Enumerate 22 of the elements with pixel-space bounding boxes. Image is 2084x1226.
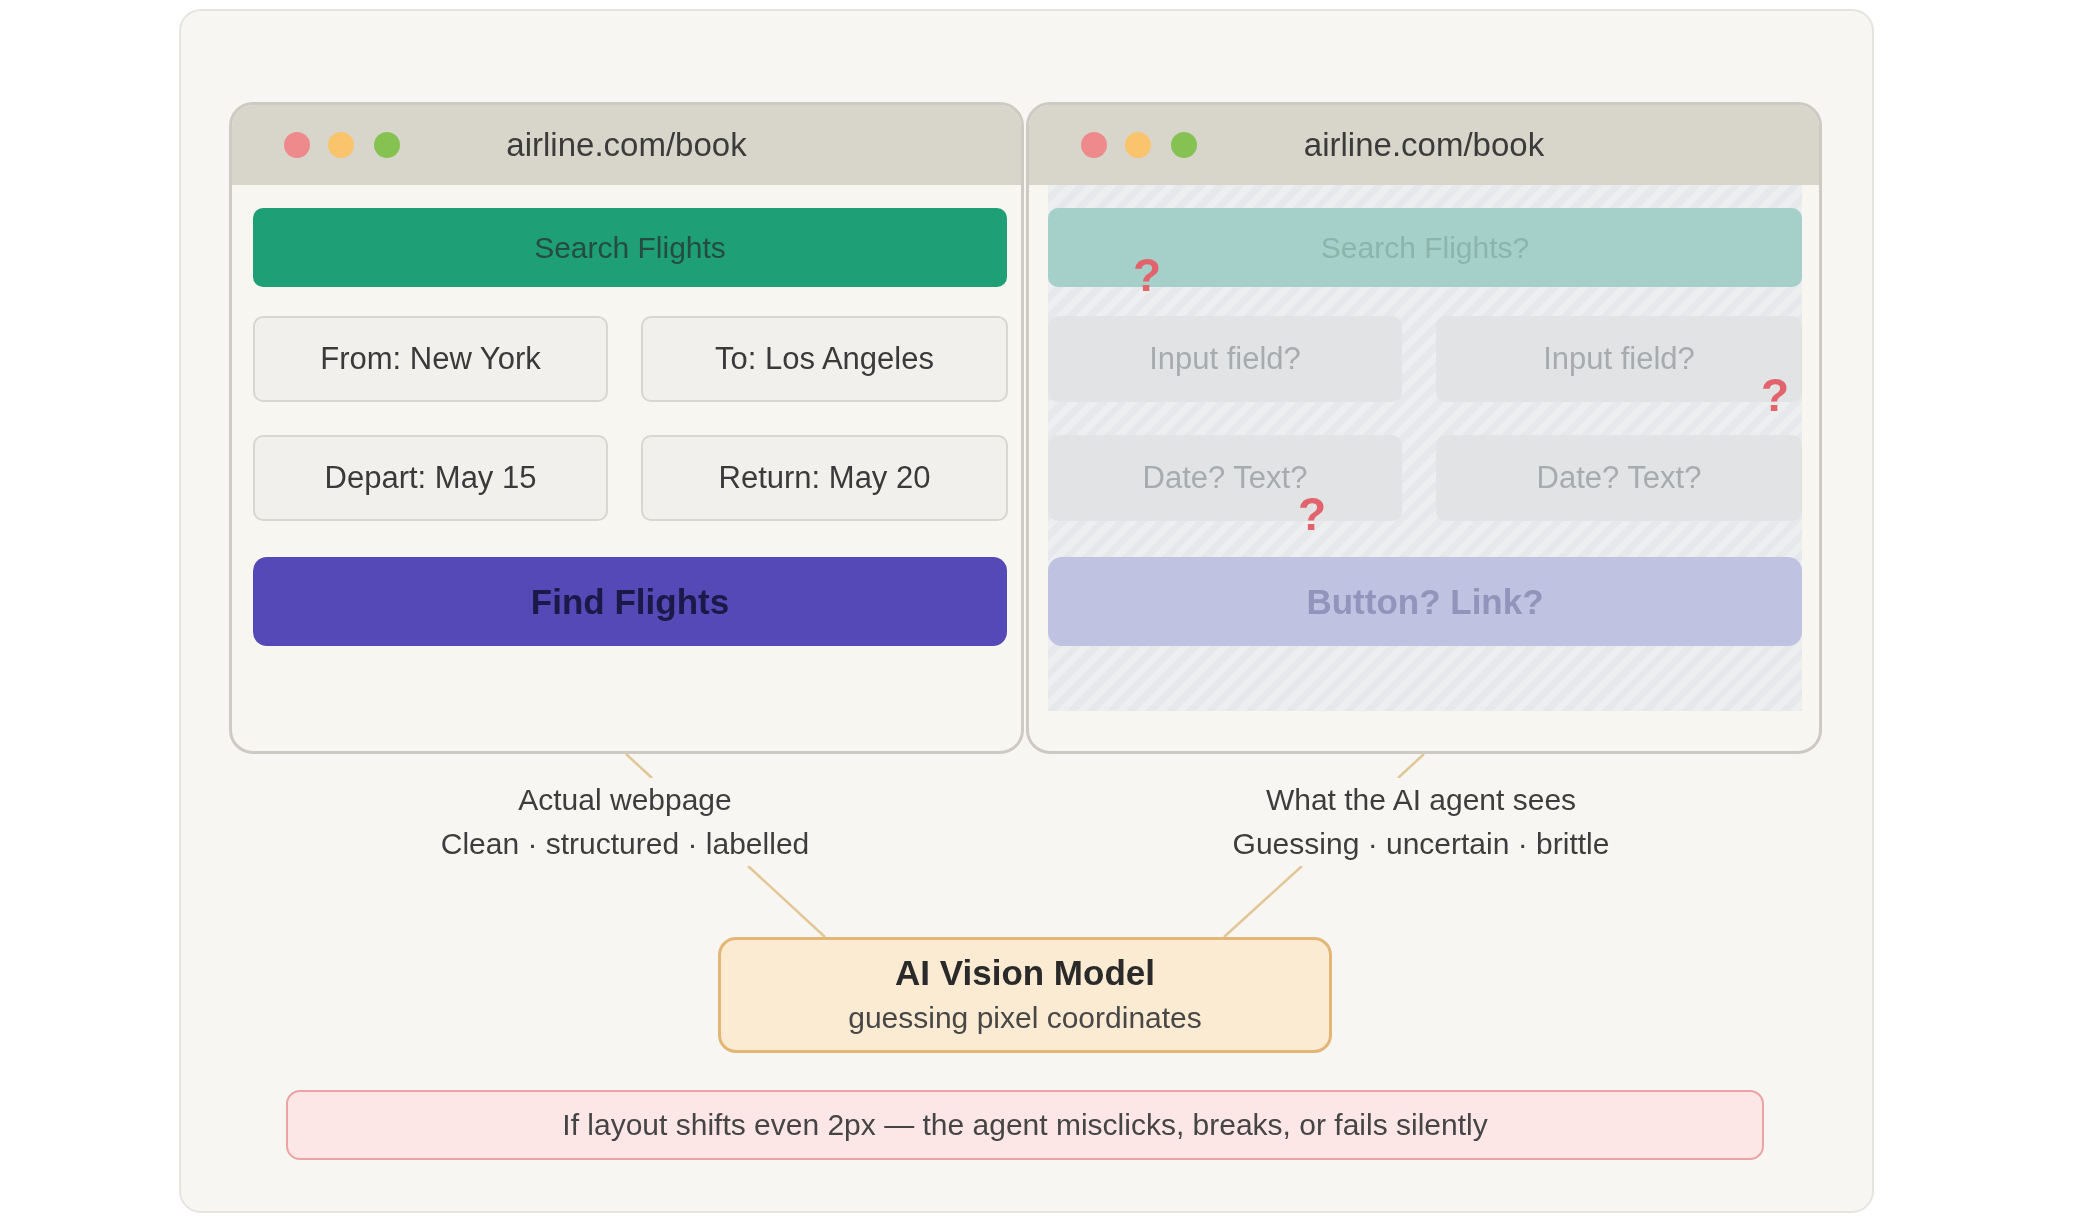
model-subtitle: guessing pixel coordinates <box>848 1000 1202 1036</box>
connector-line <box>625 753 653 779</box>
faded-input-field: Input field? <box>1048 316 1402 402</box>
warning-banner: If layout shifts even 2px — the agent misclicks, breaks, or fails silently <box>286 1090 1764 1160</box>
url-text: airline.com/book <box>506 125 747 165</box>
submit-button: Find Flights <box>253 557 1007 646</box>
browser-window <box>229 102 1024 754</box>
input-field: To: Los Angeles <box>641 316 1008 402</box>
connector-line <box>1223 865 1303 938</box>
connector-line <box>747 865 826 938</box>
url-text: airline.com/book <box>1303 125 1545 165</box>
connector-line <box>1397 753 1425 779</box>
browser-window <box>1026 102 1822 754</box>
header-bar: Search Flights <box>253 208 1007 287</box>
input-field: Return: May 20 <box>641 435 1008 521</box>
input-field: Depart: May 15 <box>253 435 608 521</box>
faded-input-field: Date? Text? <box>1436 435 1802 521</box>
model-title: AI Vision Model <box>895 952 1155 994</box>
model-box <box>718 937 1332 1053</box>
input-field: From: New York <box>253 316 608 402</box>
question-mark: ? <box>1298 491 1327 537</box>
question-mark: ? <box>1761 372 1790 418</box>
